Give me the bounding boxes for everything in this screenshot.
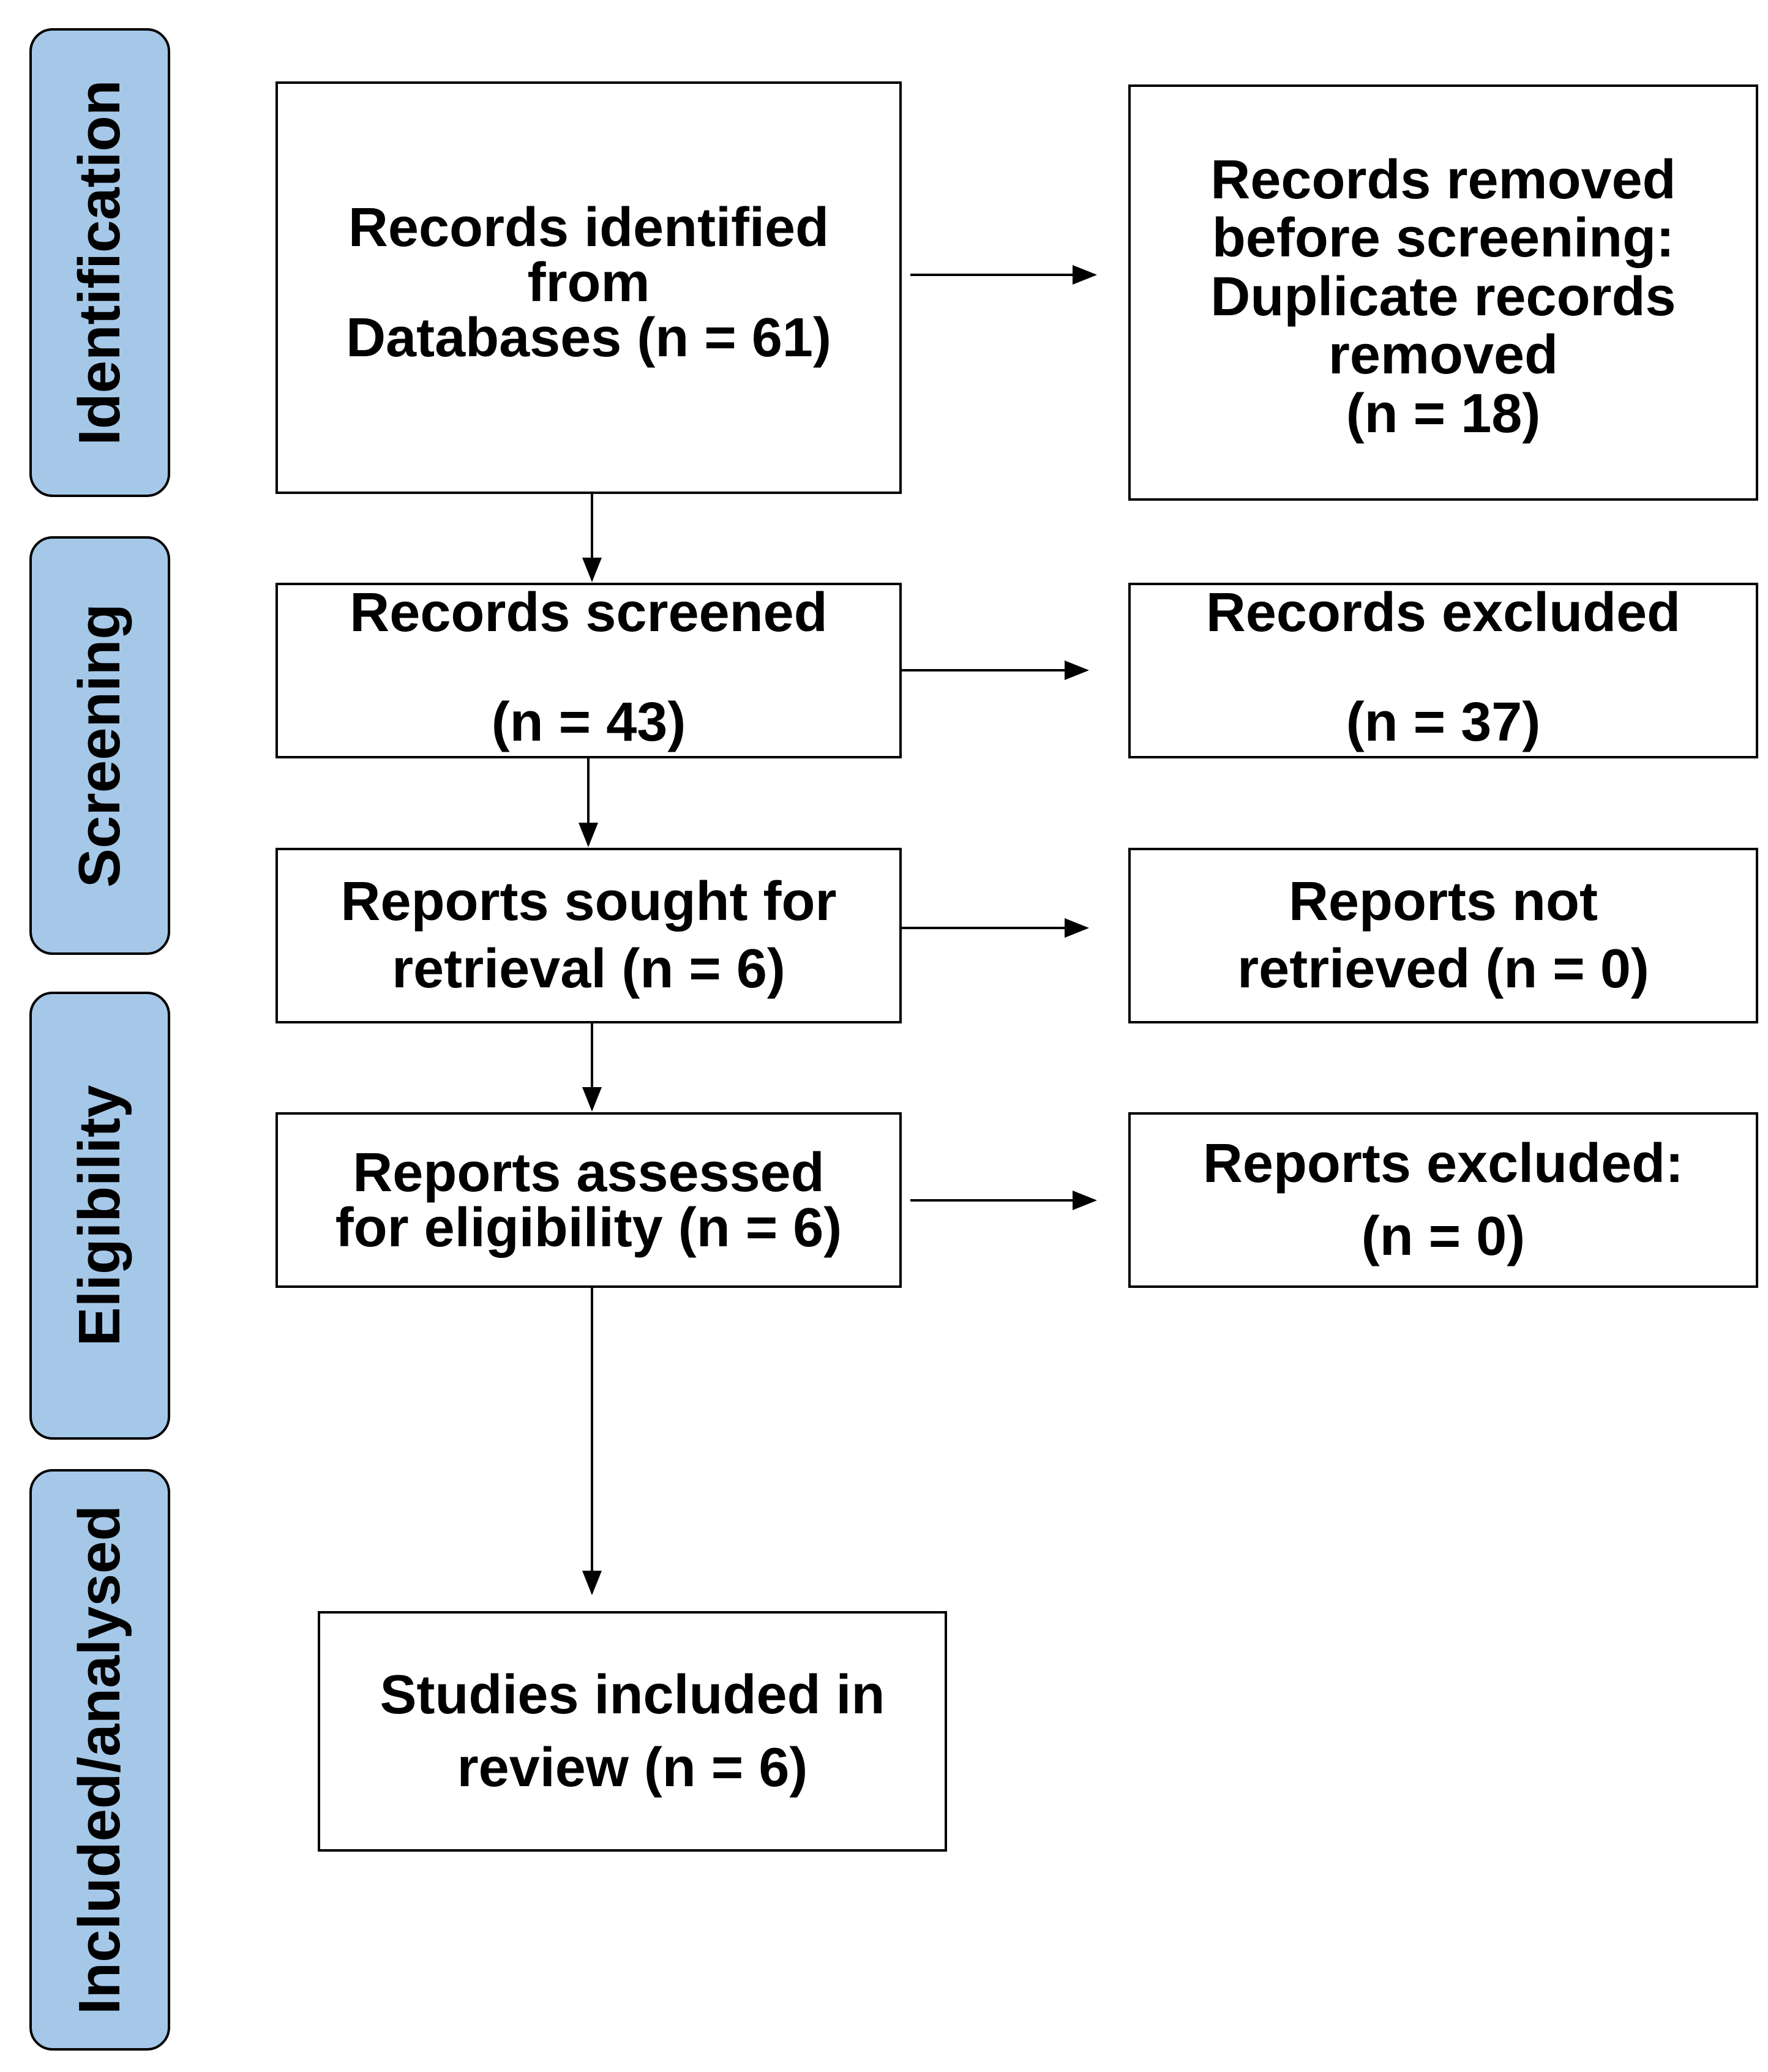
records-excluded-label: Records excluded: [1205, 582, 1681, 643]
reports-excluded-line-2: (n = 0): [1361, 1205, 1526, 1267]
reports-excluded-box: Reports excluded: (n = 0): [1128, 1112, 1758, 1288]
records-removed-box: Records removed before screening: Duplic…: [1128, 84, 1758, 501]
stage-tab-eligibility: Eligibility: [29, 992, 170, 1440]
reports-not-retrieved-line-2: retrieved (n = 0): [1237, 938, 1649, 1000]
reports-excluded-line-1: Reports excluded:: [1202, 1132, 1684, 1194]
stage-tab-identification: Identification: [29, 28, 170, 497]
records-screened-label: Records screened: [350, 582, 828, 643]
records-identified-line-2: from: [527, 252, 650, 313]
reports-assessed-box: Reports assessed for eligibility (n = 6): [275, 1112, 902, 1288]
reports-not-retrieved-line-1: Reports not: [1289, 870, 1598, 932]
stage-tab-screening: Screening: [29, 536, 170, 955]
records-removed-line-1: Records removed: [1210, 149, 1676, 211]
reports-assessed-line-2: for eligibility (n = 6): [335, 1197, 842, 1259]
studies-included-line-2: review (n = 6): [457, 1737, 808, 1798]
reports-sought-line-2: retrieval (n = 6): [392, 938, 785, 1000]
studies-included-box: Studies included in review (n = 6): [318, 1611, 947, 1852]
records-removed-line-3: Duplicate records: [1210, 266, 1676, 327]
reports-not-retrieved-box: Reports not retrieved (n = 0): [1128, 848, 1758, 1023]
records-removed-line-2: before screening:: [1212, 208, 1675, 269]
reports-sought-box: Reports sought for retrieval (n = 6): [275, 848, 902, 1023]
records-removed-line-5: (n = 18): [1346, 383, 1541, 444]
studies-included-line-1: Studies included in: [380, 1664, 885, 1726]
records-identified-box: Records identified from Databases (n = 6…: [275, 81, 902, 494]
records-screened-box: Records screened (n = 43): [275, 583, 902, 758]
reports-assessed-line-1: Reports assessed: [353, 1142, 825, 1203]
records-identified-line-1: Records identified: [348, 197, 830, 258]
reports-sought-line-1: Reports sought for: [340, 870, 837, 932]
stage-tab-included: Included/analysed: [29, 1469, 170, 2051]
records-removed-line-4: removed: [1328, 324, 1559, 386]
records-screened-count: (n = 43): [491, 692, 686, 753]
records-excluded-count: (n = 37): [1346, 692, 1541, 753]
records-excluded-box: Records excluded (n = 37): [1128, 583, 1758, 758]
records-identified-line-3: Databases (n = 61): [346, 307, 831, 368]
